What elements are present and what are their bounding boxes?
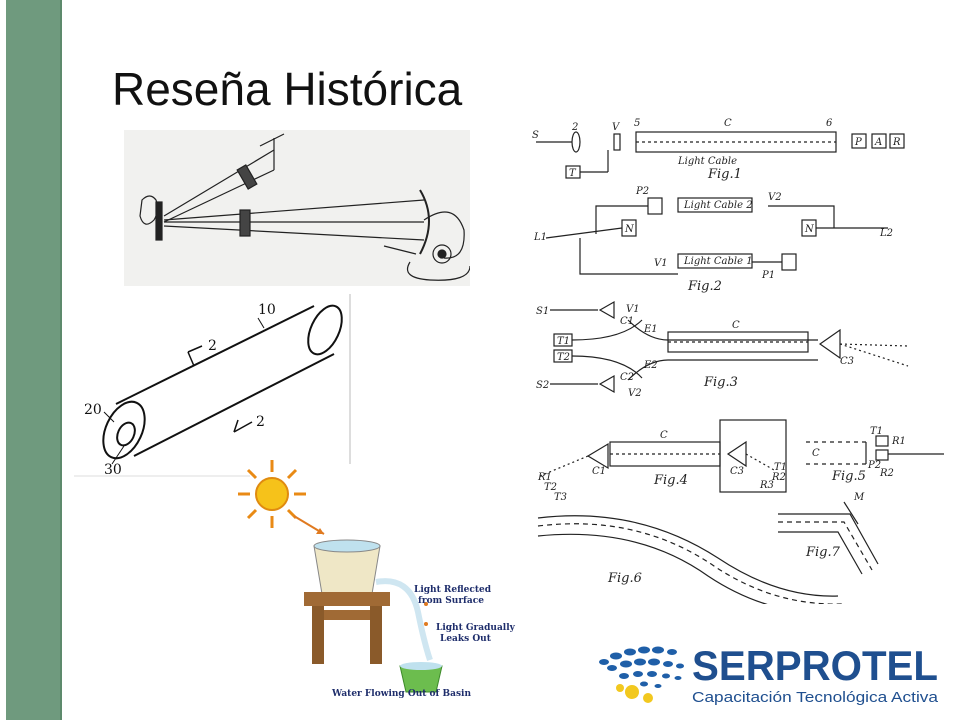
fiber-label-20: 20 [84, 402, 102, 418]
fig3-label-t1: T1 [557, 336, 570, 347]
water-basin-figure: Light Reflected from Surface Light Gradu… [238, 460, 516, 699]
fig4-label-r3: R3 [759, 480, 774, 491]
basin-label-water: Water Flowing Out of Basin [331, 689, 471, 699]
fig3-label-e2: E2 [643, 360, 658, 371]
fig2-caption: Fig.2 [687, 279, 722, 294]
fig3-label-v1: V1 [626, 304, 640, 315]
fig2-label-p2: P2 [635, 186, 649, 197]
patent-figures: S 2 V 5 C 6 P A R T Light Cable Fig.1 Li… [532, 118, 944, 604]
logo-dots-icon [599, 646, 684, 688]
fig1-label-p: P [854, 137, 862, 148]
decorative-side-bar [0, 0, 62, 720]
fig2-cable1-label: Light Cable 1 [683, 256, 753, 267]
fig2-label-v1: V1 [654, 258, 668, 269]
slide-title: Reseña Histórica [112, 63, 463, 115]
fig4-label-c: C [660, 430, 668, 441]
fig1-label-5: 5 [634, 118, 640, 129]
fiber-label-2a: 2 [208, 338, 217, 354]
fig5-label-t1: T1 [870, 426, 883, 437]
fig4-label-t1: T1 [774, 462, 787, 473]
fig2-label-v2: V2 [768, 192, 782, 203]
fig3-label-s2: S2 [536, 380, 549, 391]
fig5-label-c: C [812, 448, 820, 459]
fig4-label-t2: T2 [544, 482, 557, 493]
fig3-label-c: C [732, 320, 740, 331]
basin-label-leaks-2: Leaks Out [440, 634, 492, 644]
fig3-label-c2: C2 [620, 372, 634, 383]
fig5-label-r1: R1 [891, 436, 906, 447]
fig3-label-s1: S1 [536, 306, 549, 317]
fiber-label-2b: 2 [256, 414, 265, 430]
fig1-caption: Fig.1 [707, 167, 742, 182]
fig4-label-c1: C1 [592, 466, 606, 477]
fig6-caption: Fig.6 [607, 571, 642, 586]
fig5-label-r2: R2 [879, 468, 894, 479]
fig3-caption: Fig.3 [703, 375, 738, 390]
side-bar-edge [0, 0, 6, 720]
fig5-label-p2: P2 [867, 460, 881, 471]
fig4-label-t3: T3 [554, 492, 567, 503]
fig1-label-2: 2 [571, 122, 578, 133]
fig1-label-r: R [892, 137, 901, 148]
fig1-label-c: C [724, 118, 732, 129]
fig2-label-p1: P1 [761, 270, 775, 281]
fig3-label-c1: C1 [620, 316, 634, 327]
fig4-label-c3: C3 [730, 466, 744, 477]
optical-fiber-figure: 2 10 20 30 2 [74, 294, 354, 478]
fig1-cable-label: Light Cable [677, 156, 737, 167]
fig3-label-t2: T2 [557, 352, 570, 363]
fig2-label-n1: N [624, 224, 635, 235]
fig5-caption: Fig.5 [831, 469, 866, 484]
fig1-label-6: 6 [826, 118, 833, 129]
fig4-label-r2: R2 [771, 472, 786, 483]
photophone-figure [124, 130, 470, 286]
fig2-label-l2: L2 [879, 228, 893, 239]
logo-brand: SERPROTEL [692, 642, 938, 689]
fig1-label-a: A [874, 137, 882, 148]
fig2-label-n2: N [804, 224, 815, 235]
fiber-label-30: 30 [104, 462, 122, 478]
fig2-label-l1: L1 [533, 232, 547, 243]
fig3-label-e1: E1 [643, 324, 658, 335]
fig1-label-v: V [612, 122, 621, 133]
serprotel-logo: SERPROTEL Capacitación Tecnológica Activ… [599, 642, 939, 706]
fig7-label-m: M [853, 492, 865, 503]
fig7-caption: Fig.7 [805, 545, 841, 560]
logo-tagline: Capacitación Tecnológica Activa [692, 689, 939, 706]
fig1-label-t: T [569, 168, 577, 179]
basin-label-reflected-2: from Surface [418, 596, 484, 606]
basin-label-reflected-1: Light Reflected [414, 585, 492, 595]
fig3-label-c3: C3 [840, 356, 854, 367]
fiber-label-10: 10 [258, 302, 276, 318]
basin-label-leaks-1: Light Gradually [436, 623, 516, 633]
fig4-caption: Fig.4 [653, 473, 688, 488]
fig1-label-s: S [532, 130, 539, 141]
fig4-label-r1: R1 [537, 472, 552, 483]
fig3-label-v2: V2 [628, 388, 642, 399]
fig2-cable2-label: Light Cable 2 [683, 200, 753, 211]
